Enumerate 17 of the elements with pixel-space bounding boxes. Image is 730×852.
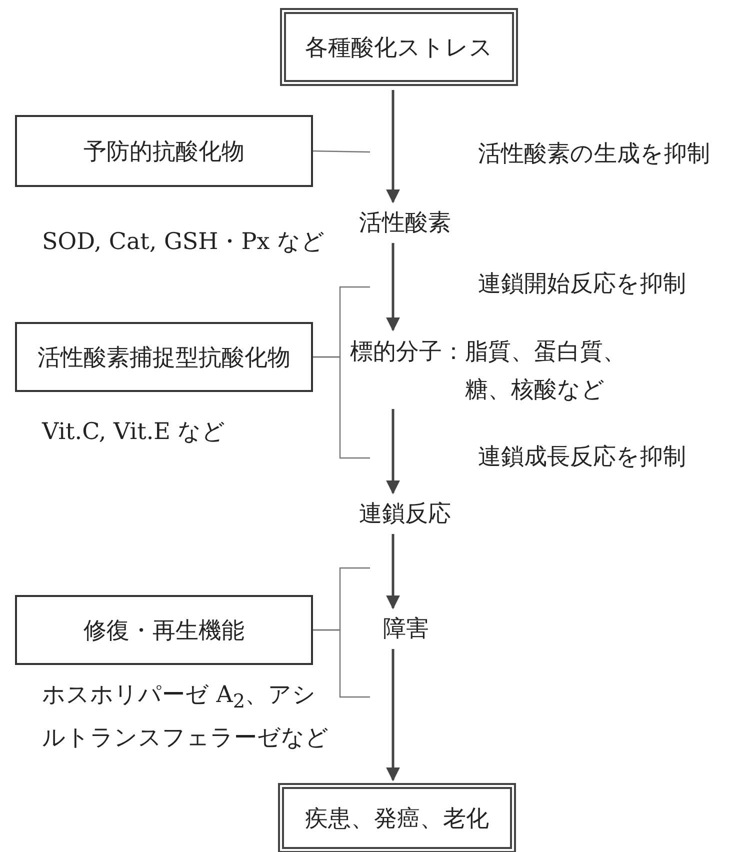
example-note: SOD, Cat, GSH・Px など: [42, 228, 326, 257]
arrow: [386, 409, 400, 494]
step-text: 活性酸素: [350, 205, 460, 239]
arrow: [386, 90, 400, 204]
bracket-line: [312, 150, 370, 153]
step-text: 障害: [376, 611, 436, 645]
bracket-line: [313, 356, 370, 459]
arrow: [386, 534, 400, 610]
arrow: [386, 649, 400, 782]
step-text: 連鎖反応: [350, 496, 460, 530]
outcome-box: 疾患、発癌、老化: [278, 783, 516, 852]
arrow: [386, 243, 400, 332]
bracket-line: [313, 629, 370, 698]
example-note: ホスホリパーゼ A$_{2}$、アシルトランスフェラーゼなど: [42, 681, 330, 753]
stress-box: 各種酸化ストレス: [280, 8, 518, 86]
step-text: 標的分子：脂質、蛋白質、糖、核酸など: [350, 333, 650, 405]
example-note: Vit.C, Vit.E など: [42, 418, 227, 447]
